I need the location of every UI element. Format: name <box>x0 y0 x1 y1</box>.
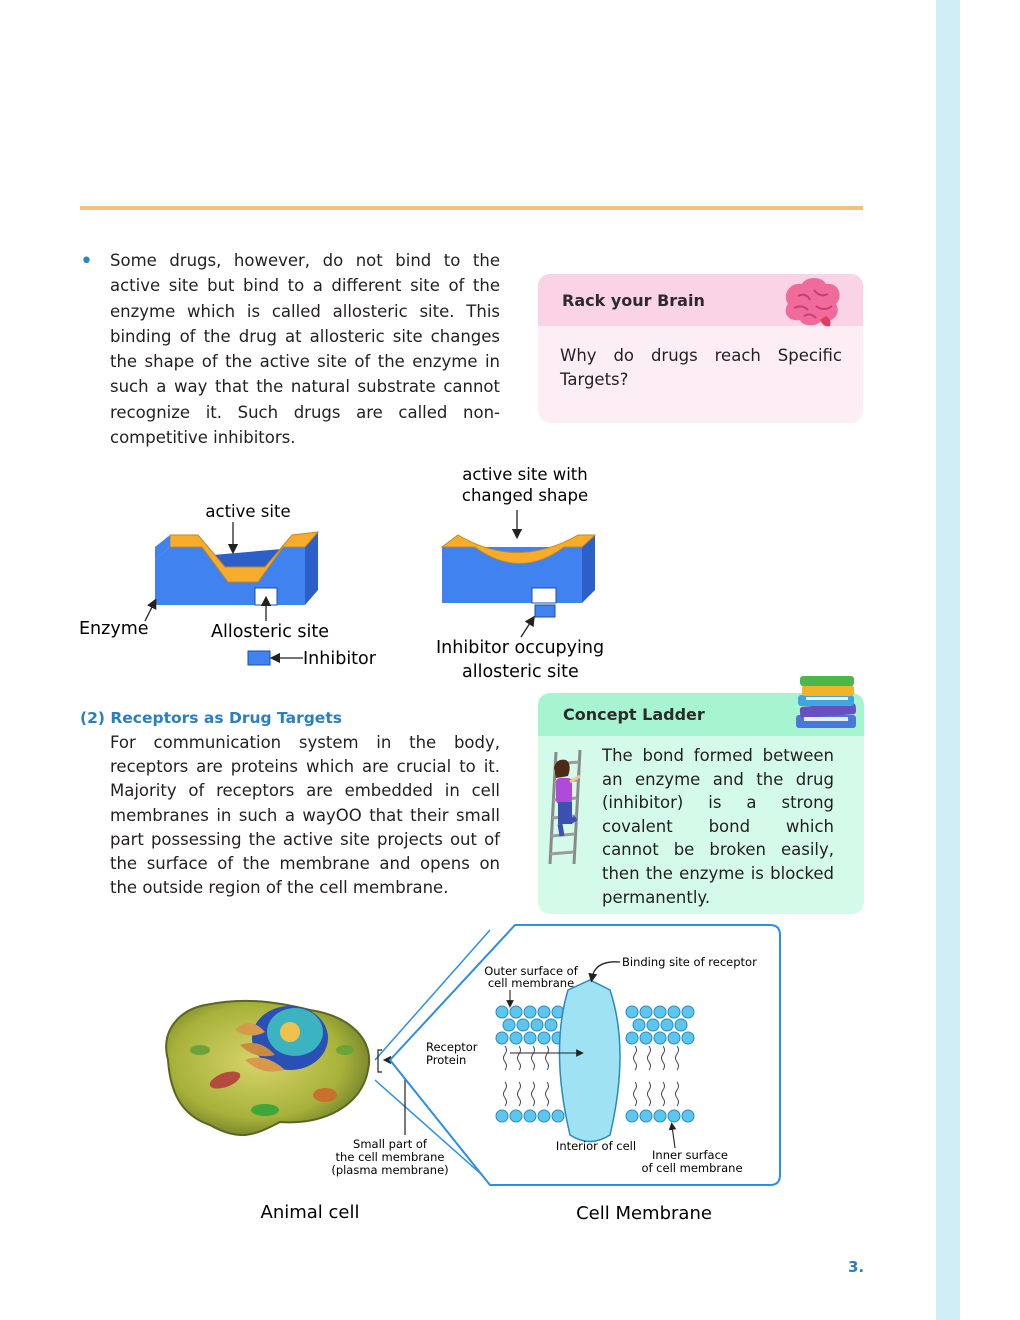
enzyme-shape-right <box>440 534 597 618</box>
label-small-part-line3: (plasma membrane) <box>331 1163 448 1177</box>
top-rule <box>80 206 863 210</box>
label-active-site: active site <box>205 502 290 521</box>
page-number: 3. <box>848 1258 865 1276</box>
label-inhibitor: Inhibitor <box>303 649 377 669</box>
arrow-inhibitor-occupying <box>520 615 535 638</box>
label-inner-surface-line2: of cell membrane <box>641 1161 742 1175</box>
concept-ladder-text: The bond formed between an enzyme and th… <box>602 746 834 907</box>
rack-box-question: Why do drugs reach Specific Targets? <box>560 346 842 389</box>
brain-icon <box>785 278 840 327</box>
caption-animal-cell: Animal cell <box>261 1202 360 1223</box>
membrane-bilayer <box>495 1005 695 1123</box>
label-receptor-line1: Receptor <box>426 1040 478 1054</box>
caption-cell-membrane: Cell Membrane <box>576 1203 712 1224</box>
arrow-enzyme <box>144 598 157 622</box>
inhibitor-legend-swatch <box>247 650 271 666</box>
label-outer-surface-line1: Outer surface of <box>484 964 579 978</box>
label-interior: Interior of cell <box>556 1139 636 1153</box>
label-inhibitor-occupying-line1: Inhibitor occupying <box>436 638 604 658</box>
rack-box-title: Rack your Brain <box>562 291 705 310</box>
label-small-part-line1: Small part of <box>353 1137 428 1151</box>
animal-cell-illustration <box>165 999 371 1137</box>
concept-ladder-title: Concept Ladder <box>563 705 705 724</box>
label-small-part-line2: the cell membrane <box>336 1150 445 1164</box>
bullet-point: • <box>80 249 93 274</box>
label-receptor-line2: Protein <box>426 1053 466 1067</box>
books-icon <box>796 676 857 728</box>
label-inner-surface-line1: Inner surface <box>652 1148 728 1162</box>
label-changed-site-line1: active site with <box>462 465 587 484</box>
label-enzyme: Enzyme <box>79 619 149 639</box>
enzyme-shape-left <box>155 531 320 606</box>
paragraph-allosteric: Some drugs, however, do not bind to the … <box>110 251 500 448</box>
rack-your-brain-box: Rack your Brain Why do drugs reach Speci… <box>538 274 863 423</box>
label-inhibitor-occupying-line2: allosteric site <box>462 662 579 682</box>
section-heading: (2) Receptors as Drug Targets <box>80 709 342 727</box>
label-changed-site-line2: changed shape <box>462 486 588 505</box>
cell-membrane-figure: Small part of the cell membrane (plasma … <box>165 924 781 1224</box>
concept-ladder-box: Concept Ladder The bond formed between a… <box>538 676 864 914</box>
receptor-protein-shape <box>558 979 621 1143</box>
enzyme-inhibition-figure: active site active site with changed sha… <box>79 465 604 682</box>
label-outer-surface-line2: cell membrane <box>488 976 574 990</box>
side-strip <box>936 0 960 1320</box>
label-binding-site: Binding site of receptor <box>622 955 757 969</box>
ladder-climber-icon <box>548 749 582 865</box>
label-allosteric-site: Allosteric site <box>211 622 329 642</box>
paragraph-receptors: For communication system in the body, re… <box>110 733 500 898</box>
